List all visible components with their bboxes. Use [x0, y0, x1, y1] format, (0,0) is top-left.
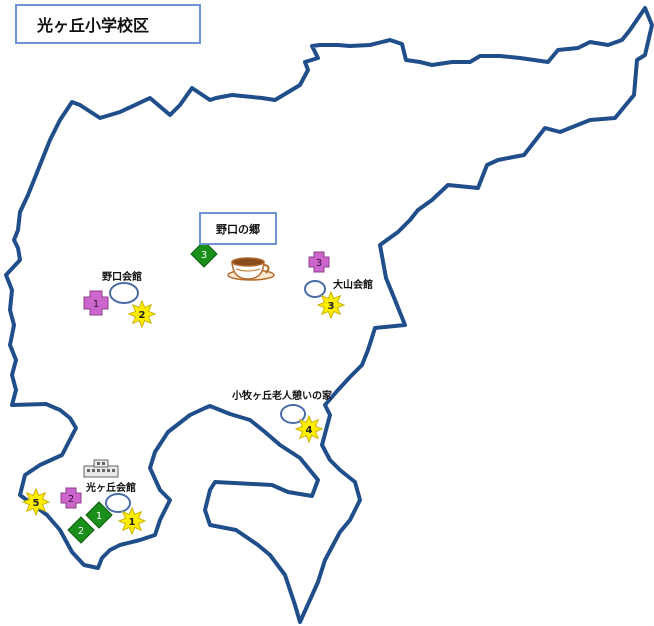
- green-diamond-number: 2: [78, 526, 84, 537]
- oyama-hall-label: 大山会館: [333, 280, 373, 291]
- rest-spot-label: 野口の郷: [199, 212, 277, 245]
- map-title: 光ヶ丘小学校区: [15, 4, 201, 44]
- green-diamond-number: 3: [201, 250, 207, 261]
- green-diamond-marker: 2: [67, 516, 95, 544]
- yellow-star-number: 5: [33, 498, 40, 509]
- oyama-hall-circle: [304, 280, 326, 298]
- purple-cross-marker: 2: [60, 487, 82, 509]
- yellow-star-marker: 1: [117, 506, 147, 536]
- purple-cross-marker: 1: [83, 290, 109, 316]
- purple-cross-number: 1: [93, 299, 99, 310]
- purple-cross-number: 2: [68, 494, 74, 505]
- yellow-star-marker: 4: [294, 414, 324, 444]
- green-diamond-marker: 3: [190, 240, 218, 268]
- green-diamond-marker: 1: [85, 501, 113, 529]
- yellow-star-marker: 2: [127, 299, 157, 329]
- yellow-star-number: 3: [328, 301, 335, 312]
- green-diamond-number: 1: [96, 511, 102, 522]
- district-boundary: [4, 6, 654, 624]
- school-building-icon: [83, 459, 119, 478]
- yellow-star-number: 1: [129, 517, 136, 528]
- hikarigaoka-hall-circle: [105, 493, 131, 513]
- yellow-star-marker: 3: [316, 290, 346, 320]
- yellow-star-number: 4: [306, 425, 313, 436]
- komaki-elderly-label: 小牧ヶ丘老人憩いの家: [232, 391, 332, 402]
- purple-cross-marker: 3: [308, 251, 330, 273]
- coffee-cup-icon: [227, 257, 275, 281]
- purple-cross-number: 3: [316, 258, 322, 269]
- komaki-elderly-circle: [280, 404, 306, 424]
- yellow-star-marker: 5: [21, 487, 51, 517]
- noguchi-hall-label: 野口会館: [102, 272, 142, 283]
- hikarigaoka-hall-label: 光ヶ丘会館: [86, 483, 136, 494]
- yellow-star-number: 2: [139, 310, 146, 321]
- noguchi-hall-circle: [109, 282, 139, 304]
